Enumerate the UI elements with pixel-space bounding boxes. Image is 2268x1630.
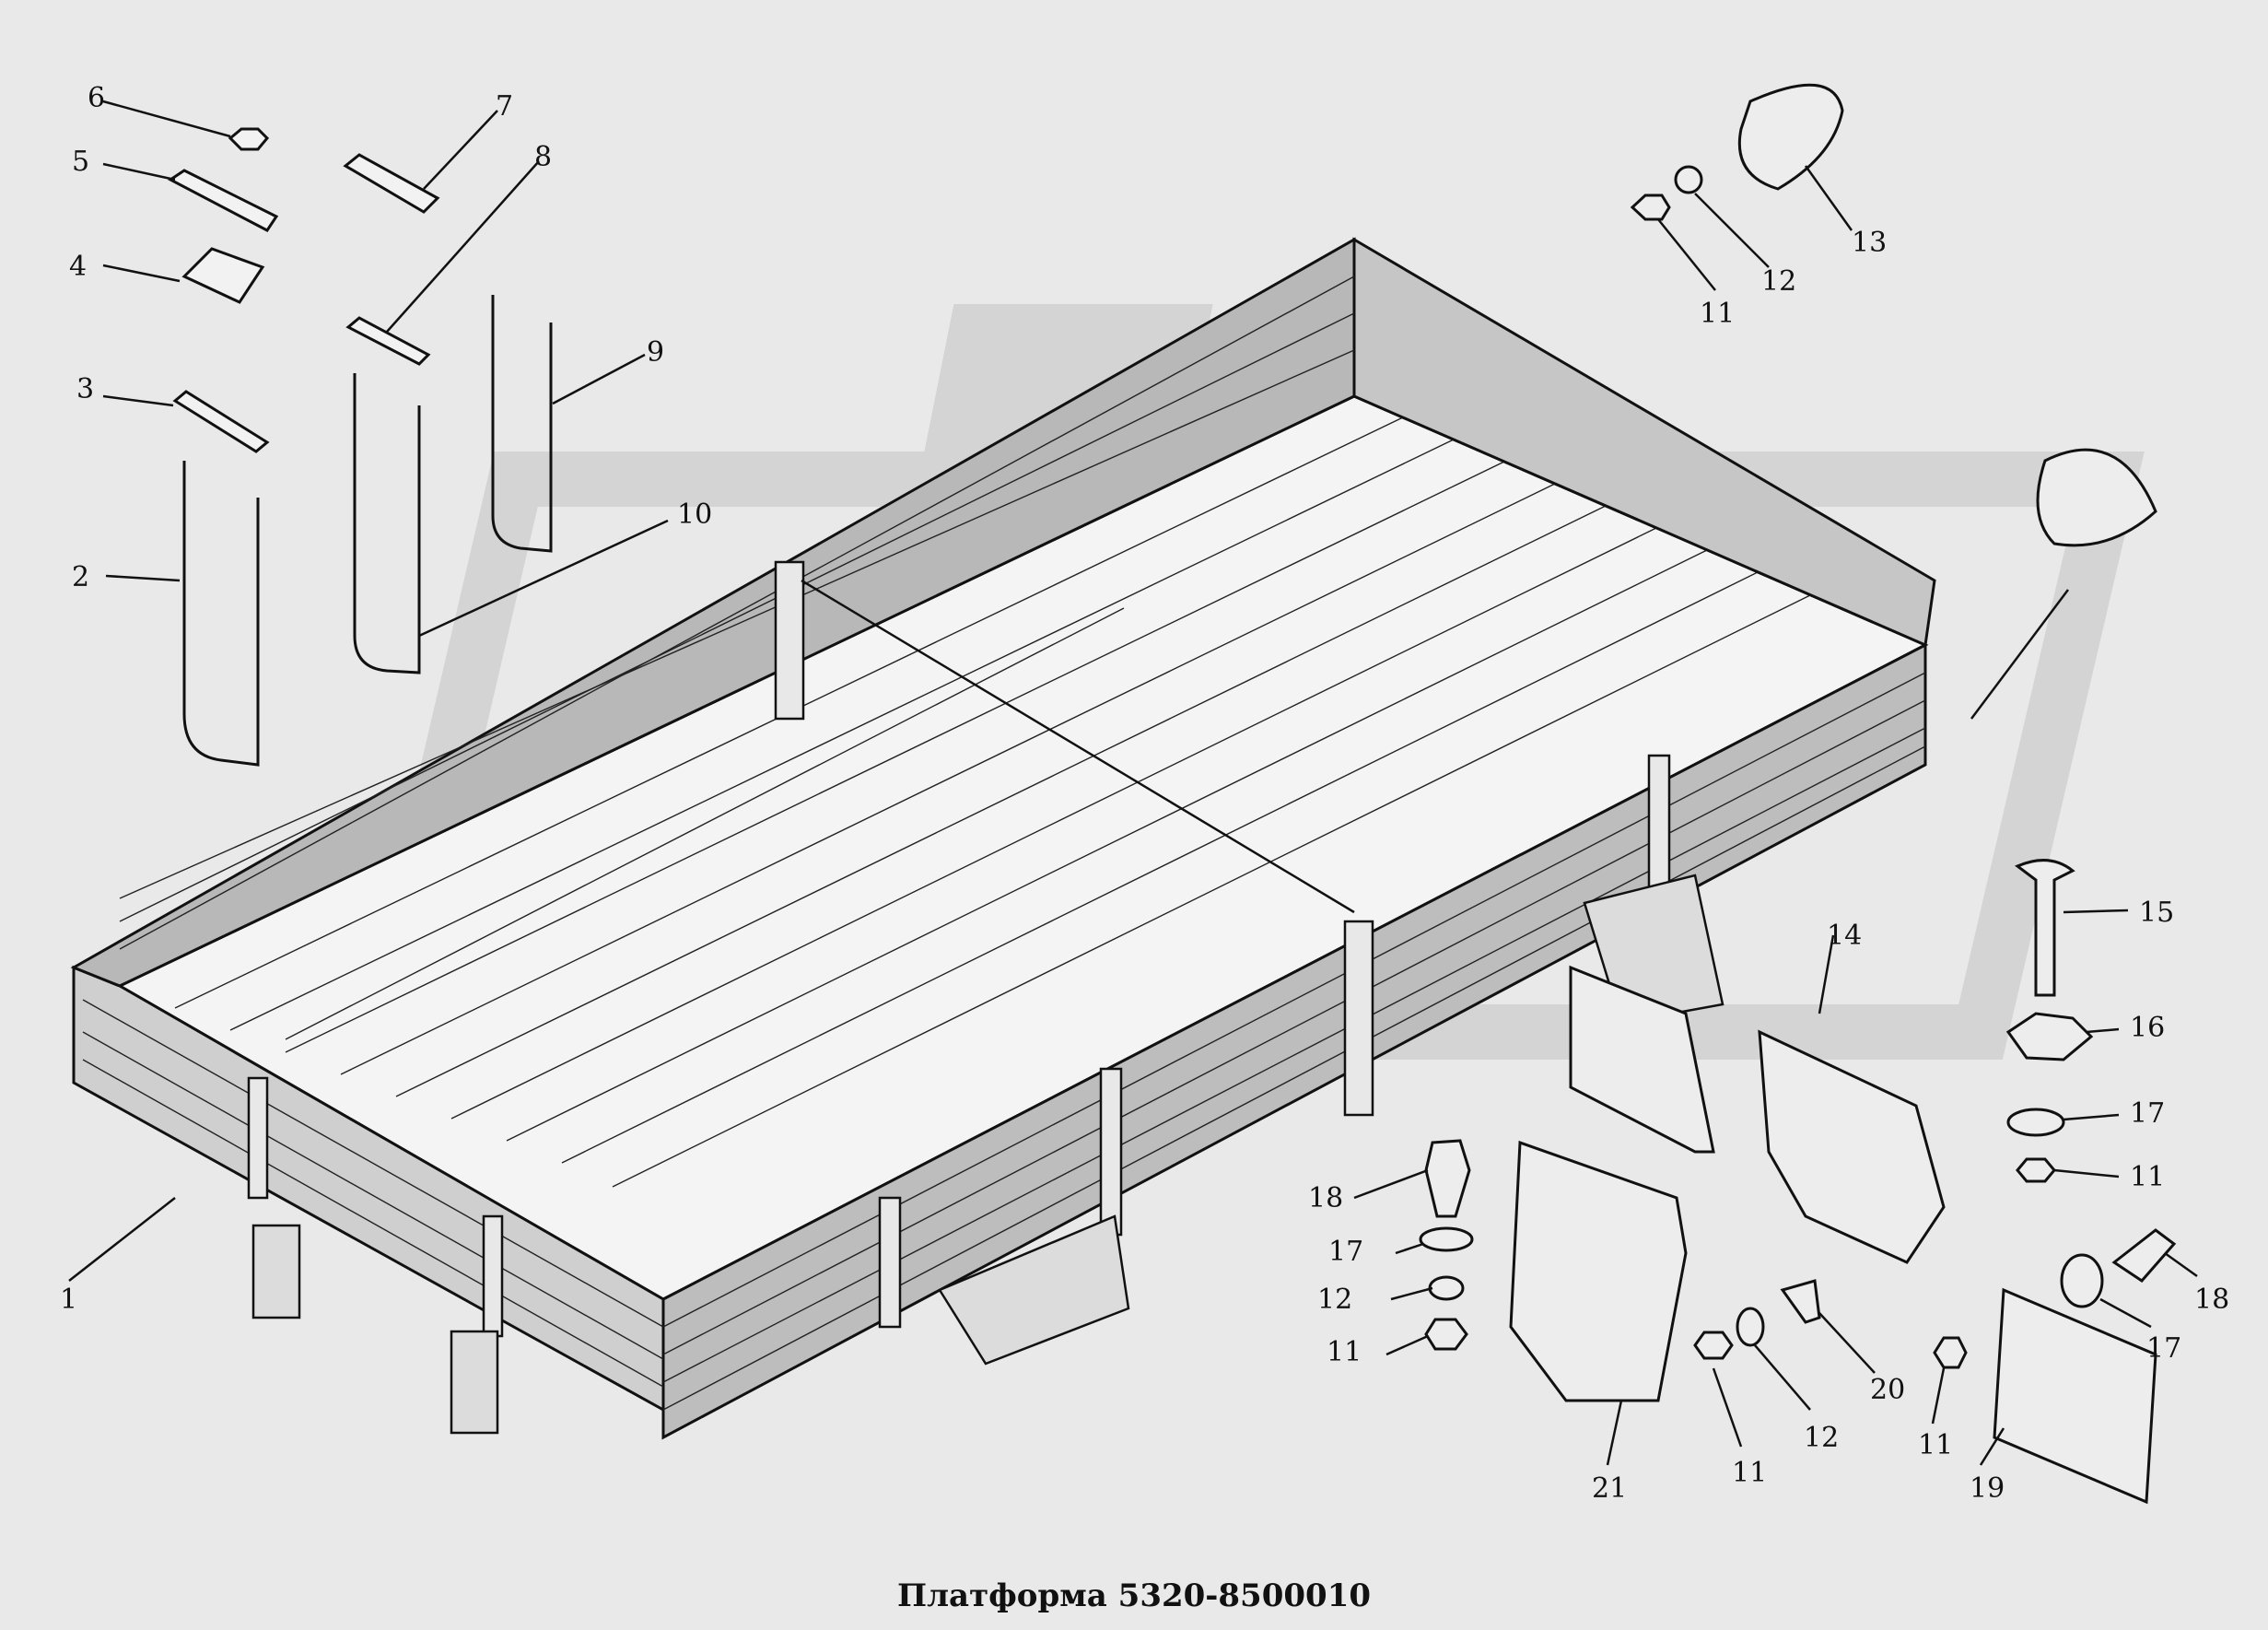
plate-19 bbox=[1993, 1287, 2157, 1505]
callout-12-low: 12 bbox=[1804, 1422, 1839, 1454]
callout-21: 21 bbox=[1592, 1472, 1627, 1505]
callout-8: 8 bbox=[534, 141, 552, 173]
callout-20: 20 bbox=[1870, 1374, 1905, 1406]
callout-12-top: 12 bbox=[1761, 265, 1796, 298]
callout-14: 14 bbox=[1827, 920, 1862, 952]
callout-2: 2 bbox=[72, 561, 89, 593]
callout-17-low: 17 bbox=[2146, 1332, 2181, 1365]
callout-7: 7 bbox=[496, 90, 513, 123]
callout-15: 15 bbox=[2139, 897, 2174, 929]
hardware-parts bbox=[1419, 83, 2177, 1505]
u-bolt-10 bbox=[353, 373, 421, 674]
callout-11-low1: 11 bbox=[1732, 1457, 1767, 1489]
u-bolt-2 bbox=[182, 461, 260, 767]
nut-11-top bbox=[1630, 193, 1671, 221]
divider-rod bbox=[801, 579, 1355, 914]
nut-11-low1 bbox=[1693, 1331, 1734, 1360]
loose-parts bbox=[168, 127, 553, 767]
plate-5 bbox=[168, 169, 279, 232]
callout-11-right: 11 bbox=[2130, 1161, 2165, 1193]
bumper-small bbox=[2036, 448, 2157, 547]
mudflap-14 bbox=[1758, 1029, 1946, 1264]
bolt-18-low bbox=[2111, 1228, 2177, 1283]
board-slats bbox=[82, 276, 1926, 1411]
callout-labels: 1 2 3 4 5 6 7 8 9 10 11 12 13 14 15 16 1… bbox=[60, 82, 2229, 1505]
u-bolt-9 bbox=[491, 295, 553, 553]
nut-6 bbox=[228, 127, 270, 151]
tail-board bbox=[1352, 237, 1936, 648]
callout-17-mid: 17 bbox=[1328, 1236, 1363, 1268]
bumper-13 bbox=[1737, 83, 1844, 191]
callout-17-right: 17 bbox=[2130, 1097, 2165, 1130]
bolt-20 bbox=[1780, 1279, 1821, 1324]
diagram-caption: Платформа 5320-8500010 bbox=[896, 1577, 1372, 1614]
callout-10: 10 bbox=[677, 498, 712, 531]
callout-9: 9 bbox=[647, 336, 664, 369]
nut-11-mid bbox=[1424, 1318, 1468, 1351]
plate-7 bbox=[343, 153, 440, 214]
callout-3: 3 bbox=[76, 373, 94, 405]
callout-11-low2: 11 bbox=[1918, 1429, 1953, 1461]
callout-1: 1 bbox=[60, 1284, 77, 1316]
washer-12-mid bbox=[1428, 1275, 1465, 1301]
callout-5: 5 bbox=[72, 146, 89, 178]
washer-12-low bbox=[1736, 1307, 1765, 1347]
washer-17-mid bbox=[1419, 1226, 1474, 1252]
board-posts bbox=[247, 560, 1671, 1338]
side-board-front bbox=[661, 642, 1927, 1440]
callout-18-mid: 18 bbox=[1308, 1182, 1343, 1214]
floor-planks bbox=[174, 416, 1811, 1188]
nut-11-low2 bbox=[1933, 1336, 1968, 1369]
callout-18-low: 18 bbox=[2194, 1284, 2229, 1316]
callout-4: 4 bbox=[69, 251, 87, 283]
washer-12-top bbox=[1674, 165, 1703, 194]
washer-17-right bbox=[2006, 1108, 2065, 1137]
callout-11-top: 11 bbox=[1700, 298, 1735, 330]
bolt-15 bbox=[2015, 859, 2075, 997]
leader-lines bbox=[68, 100, 2198, 1466]
callout-16: 16 bbox=[2130, 1012, 2165, 1044]
callout-19: 19 bbox=[1970, 1472, 2005, 1505]
callout-6: 6 bbox=[88, 82, 105, 114]
mudflap-upper bbox=[1569, 965, 1715, 1154]
callout-11-mid: 11 bbox=[1327, 1336, 1362, 1368]
callout-12-mid: 12 bbox=[1317, 1284, 1352, 1316]
mudflap-21 bbox=[1509, 1140, 1688, 1402]
plate-3 bbox=[172, 390, 270, 453]
bolt-18-mid bbox=[1424, 1139, 1471, 1218]
callout-13: 13 bbox=[1852, 227, 1887, 259]
washer-17-low bbox=[2060, 1253, 2104, 1308]
spring-nut-16 bbox=[2005, 1012, 2094, 1061]
platform-body bbox=[70, 237, 1936, 1440]
nut-11-right bbox=[2016, 1157, 2056, 1183]
plate-4 bbox=[181, 247, 265, 304]
plate-8 bbox=[345, 316, 431, 366]
